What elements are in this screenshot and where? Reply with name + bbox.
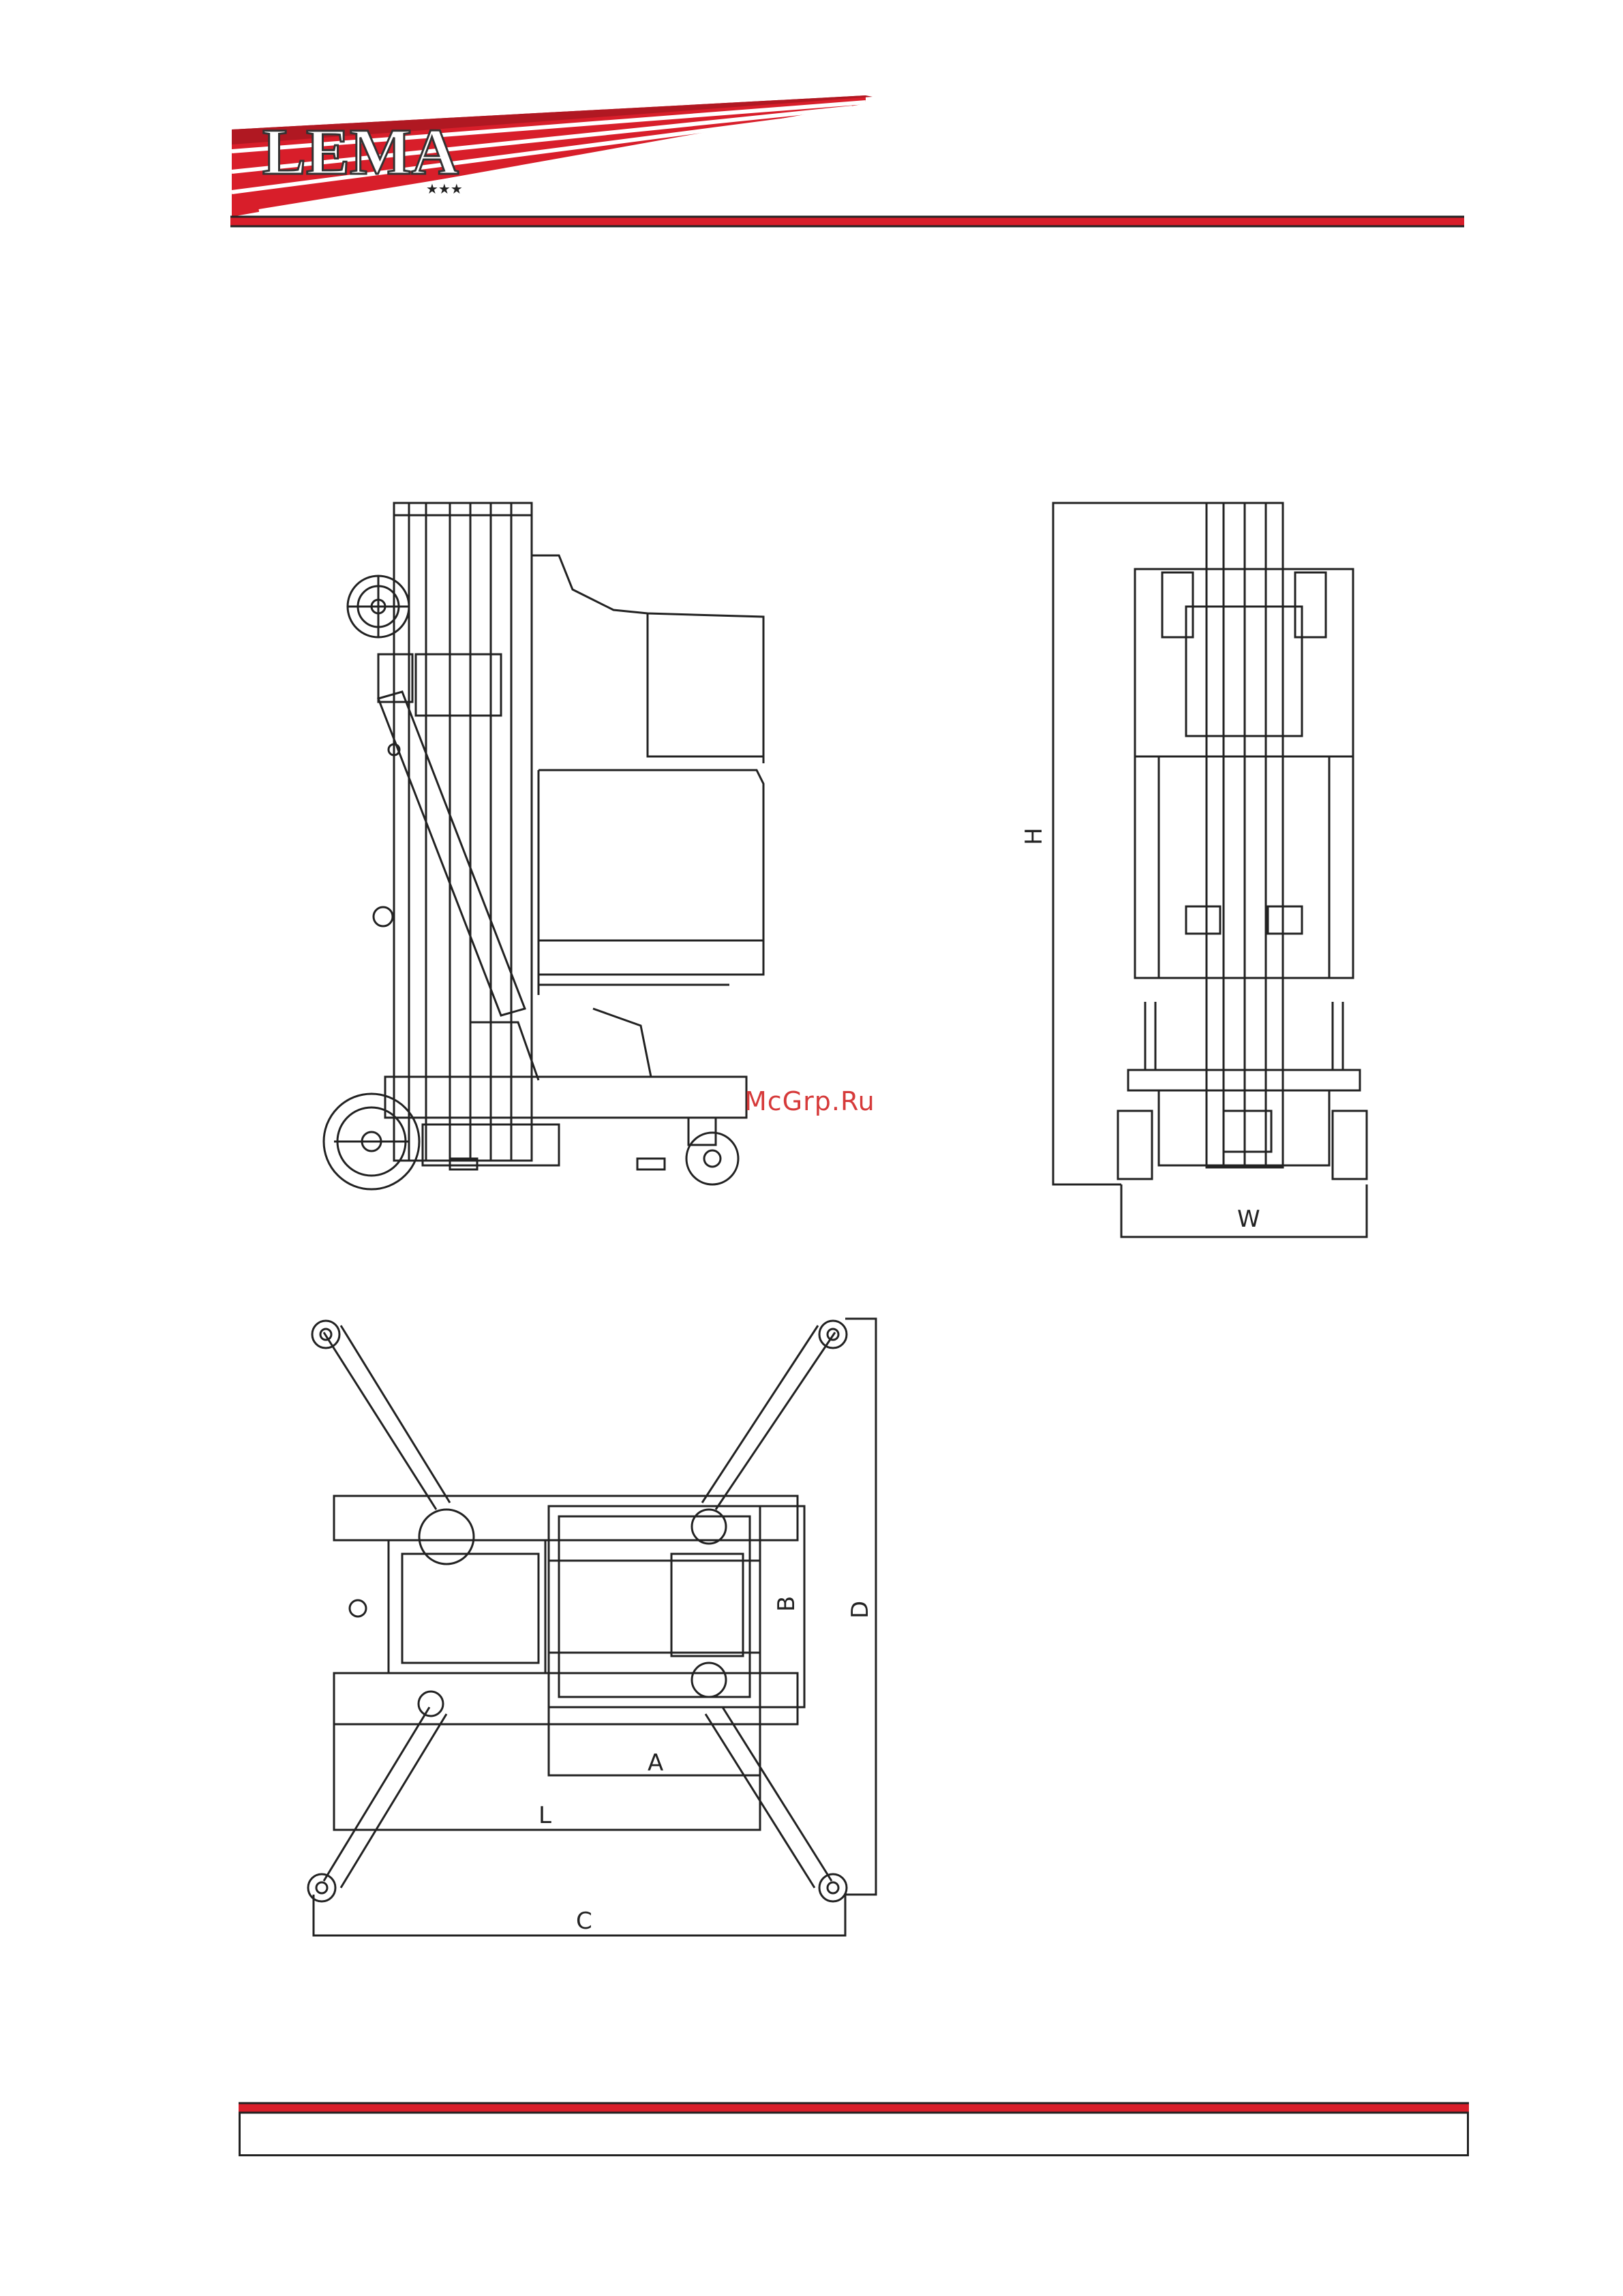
dimension-a-label: A bbox=[648, 1749, 663, 1777]
front-view-drawing bbox=[1118, 503, 1367, 1179]
dimension-h-label: H bbox=[1020, 827, 1048, 845]
dimension-c-label: C bbox=[576, 1908, 592, 1935]
dimension-l-label: L bbox=[539, 1802, 551, 1829]
footer-rule bbox=[239, 2103, 1469, 2113]
watermark-text: McGrp.Ru bbox=[744, 1086, 875, 1116]
logo-stars: ★★★ bbox=[426, 181, 463, 197]
dimension-w-label: W bbox=[1237, 1206, 1260, 1233]
footer-box bbox=[239, 2113, 1469, 2156]
header-logo: LEMA ★★★ bbox=[232, 95, 873, 217]
top-view-dimensions bbox=[314, 1319, 876, 1935]
side-view-drawing bbox=[324, 503, 763, 1189]
header-rule bbox=[230, 217, 1464, 226]
top-view-drawing bbox=[308, 1321, 847, 1901]
front-view-dimensions bbox=[1053, 503, 1367, 1237]
dimension-d-label: D bbox=[847, 1601, 874, 1619]
dimension-b-label: B bbox=[773, 1596, 800, 1612]
logo-text: LEMA bbox=[262, 115, 459, 188]
